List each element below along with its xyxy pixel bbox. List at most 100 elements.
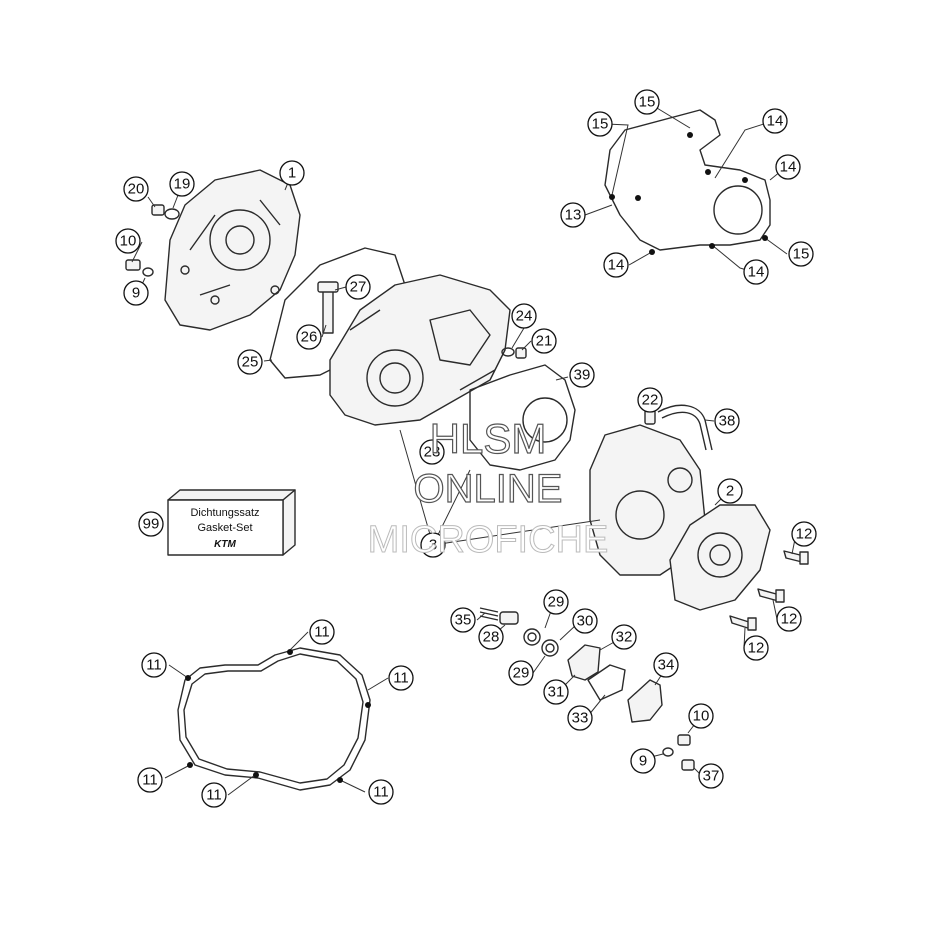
- water-pump-group: [479, 607, 695, 771]
- watermark-line2: ONLINE: [414, 467, 563, 511]
- svg-text:14: 14: [780, 159, 797, 176]
- svg-text:34: 34: [658, 657, 675, 674]
- svg-text:15: 15: [592, 116, 609, 133]
- callout-31: 31: [543, 679, 569, 705]
- svg-text:15: 15: [639, 94, 656, 111]
- clutch-gasket-part: [177, 647, 371, 791]
- svg-text:20: 20: [128, 181, 145, 198]
- callout-29a: 29: [543, 589, 569, 615]
- svg-text:28: 28: [483, 629, 500, 646]
- bolts-12-part: [729, 550, 809, 631]
- callout-23: 23: [419, 439, 445, 465]
- svg-text:38: 38: [719, 413, 736, 430]
- svg-text:22: 22: [642, 392, 659, 409]
- gasket-box-line2: Gasket-Set: [197, 522, 252, 534]
- svg-text:14: 14: [748, 264, 765, 281]
- plug-washer-part: [151, 204, 180, 220]
- svg-text:3: 3: [429, 537, 437, 554]
- svg-text:99: 99: [143, 516, 160, 533]
- svg-text:14: 14: [767, 113, 784, 130]
- svg-text:23: 23: [424, 444, 441, 461]
- callout-38: 38: [714, 408, 740, 434]
- callout-11a: 11: [309, 619, 335, 645]
- callout-11e: 11: [201, 782, 227, 808]
- watermark-line3: MICROFICHE: [368, 519, 609, 561]
- breather-hose-part: [644, 404, 713, 451]
- svg-text:10: 10: [693, 708, 710, 725]
- callout-15a: 15: [634, 89, 660, 115]
- callout-14a: 14: [762, 108, 788, 134]
- callout-14d: 14: [743, 259, 769, 285]
- svg-text:10: 10: [120, 233, 137, 250]
- svg-text:11: 11: [314, 624, 330, 641]
- svg-text:12: 12: [781, 611, 798, 628]
- svg-text:9: 9: [132, 285, 140, 302]
- callout-1: 1: [279, 160, 305, 186]
- drain-plug-part: [501, 347, 527, 359]
- svg-text:19: 19: [174, 176, 191, 193]
- svg-text:26: 26: [301, 329, 318, 346]
- callout-37: 37: [698, 763, 724, 789]
- callout-24: 24: [511, 303, 537, 329]
- svg-text:2: 2: [726, 483, 734, 500]
- callout-9b: 9: [630, 748, 656, 774]
- svg-text:13: 13: [565, 207, 582, 224]
- svg-text:12: 12: [748, 640, 765, 657]
- callout-25: 25: [237, 349, 263, 375]
- callout-27: 27: [345, 274, 371, 300]
- dowel-bolt-part: [317, 281, 339, 334]
- callout-19: 19: [169, 171, 195, 197]
- callout-10b: 10: [688, 703, 714, 729]
- svg-text:29: 29: [513, 665, 530, 682]
- callout-11b: 11: [141, 652, 167, 678]
- callout-9: 9: [123, 280, 149, 306]
- ktm-logo: KTM: [214, 539, 236, 550]
- svg-text:21: 21: [536, 333, 553, 350]
- callout-21: 21: [531, 328, 557, 354]
- callout-12a: 12: [791, 521, 817, 547]
- svg-text:11: 11: [206, 787, 222, 804]
- callout-13: 13: [560, 202, 586, 228]
- callout-99: 99: [138, 511, 164, 537]
- svg-text:24: 24: [516, 308, 533, 325]
- svg-text:25: 25: [242, 354, 259, 371]
- svg-text:15: 15: [793, 246, 810, 263]
- callout-22: 22: [637, 387, 663, 413]
- callout-12c: 12: [743, 635, 769, 661]
- callout-12b: 12: [776, 606, 802, 632]
- gasket-set-box: Dichtungssatz Gasket-Set KTM: [167, 489, 296, 556]
- svg-text:30: 30: [577, 613, 594, 630]
- svg-text:29: 29: [548, 594, 565, 611]
- watermark: HLSM ONLINE MICROFICHE: [367, 414, 609, 561]
- callout-30: 30: [572, 608, 598, 634]
- callout-11d: 11: [137, 767, 163, 793]
- callout-29b: 29: [508, 660, 534, 686]
- svg-text:35: 35: [455, 612, 472, 629]
- callout-34: 34: [653, 652, 679, 678]
- svg-text:37: 37: [703, 768, 720, 785]
- callout-39: 39: [569, 362, 595, 388]
- callout-15b: 15: [587, 111, 613, 137]
- callout-28: 28: [478, 624, 504, 650]
- callout-20: 20: [123, 176, 149, 202]
- svg-text:9: 9: [639, 753, 647, 770]
- svg-text:1: 1: [288, 165, 296, 182]
- svg-text:11: 11: [142, 772, 158, 789]
- right-crankcase-part: [589, 424, 771, 611]
- svg-text:11: 11: [373, 784, 389, 801]
- callout-15c: 15: [788, 241, 814, 267]
- svg-text:12: 12: [796, 526, 813, 543]
- callout-2: 2: [717, 478, 743, 504]
- cylinder-gasket-part: [604, 109, 771, 251]
- callout-33: 33: [567, 705, 593, 731]
- callout-26: 26: [296, 324, 322, 350]
- callout-35: 35: [450, 607, 476, 633]
- clutch-cover-part: [164, 169, 301, 331]
- svg-text:33: 33: [572, 710, 589, 727]
- callout-3: 3: [420, 532, 446, 558]
- svg-text:14: 14: [608, 257, 625, 274]
- svg-text:32: 32: [616, 629, 633, 646]
- callout-11c: 11: [388, 665, 414, 691]
- gasket-bolt-holes: [185, 132, 768, 783]
